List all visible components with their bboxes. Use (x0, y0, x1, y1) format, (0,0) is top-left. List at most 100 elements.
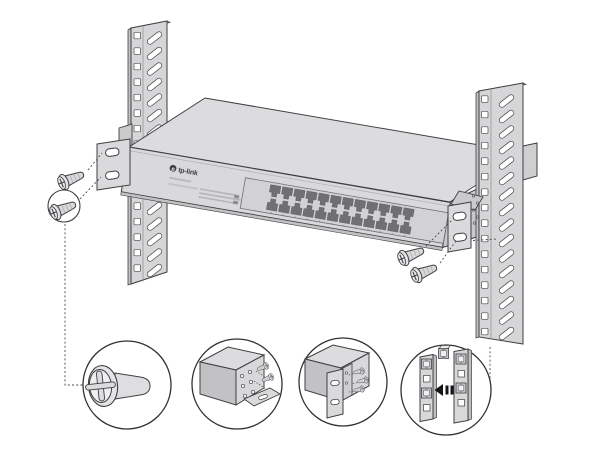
port-led-dots (270, 212, 406, 237)
rail-slot-hole (146, 248, 163, 262)
mini2-ear-plate (326, 368, 344, 419)
rj45-port (281, 186, 294, 200)
rail-slot-hole (498, 264, 515, 279)
rail-square-hole (481, 188, 489, 196)
insertion-arrow (434, 384, 454, 396)
port-led-dot (403, 235, 406, 237)
rj45-port (375, 217, 388, 231)
rail-strip-left-edge (432, 353, 437, 420)
callout-bracket-alignment (191, 338, 283, 430)
rail-slot-hole (146, 217, 163, 231)
rj45-port (402, 207, 415, 221)
rail-slot-hole (146, 62, 163, 76)
rail-square-hole (133, 62, 141, 71)
rail-square-hole (481, 327, 489, 336)
side-panel-screw-holes (471, 194, 480, 225)
rail-square-hole (481, 95, 489, 103)
rail-slot-hole (498, 202, 515, 217)
right-rack-rail (475, 82, 528, 345)
detail-screw-shaft (114, 372, 151, 400)
rail-slot-hole (146, 93, 163, 107)
rj45-port (317, 192, 330, 206)
rail-square-hole (481, 281, 489, 289)
brand-logo-glyph: p (171, 166, 176, 173)
rj45-port (326, 208, 339, 222)
brand-logo: p tp-link (169, 164, 199, 177)
arrow-head (434, 384, 443, 396)
right-lower-screw (408, 259, 441, 286)
mini2-ear-slot-upper (330, 379, 340, 387)
empty-square-hole-4 (457, 399, 465, 407)
rj45-port (266, 198, 279, 212)
right-ear-upper-slot (452, 211, 467, 221)
rj45-port (363, 215, 376, 229)
rail-square-hole (481, 172, 489, 181)
callout1-leader-line (64, 224, 83, 386)
empty-square-hole-3 (457, 370, 465, 378)
rail-square-hole (481, 219, 489, 227)
rj45-port (399, 221, 412, 235)
port-led-dot (294, 216, 296, 218)
rj45-port (269, 184, 282, 198)
rail-square-hole (481, 234, 489, 243)
rail-slot-hole (146, 77, 163, 92)
rail-slot-hole (146, 201, 163, 216)
rail-slot-hole (146, 232, 163, 247)
rail-square-hole (133, 109, 141, 117)
rail-slot-hole (498, 94, 515, 108)
rail-slot-hole (498, 156, 515, 170)
rj45-port (290, 202, 303, 216)
rail-square-hole (481, 296, 489, 305)
arrow-tail-bar (445, 385, 449, 395)
rail-slot-hole (498, 311, 515, 325)
right-rail-slot-holes (498, 94, 515, 341)
rail-square-hole (481, 110, 489, 119)
rail-square-hole (133, 93, 141, 102)
rail-slot-hole (498, 140, 515, 155)
rail-square-hole (133, 202, 141, 210)
rj45-port (338, 211, 351, 225)
rail-square-hole (481, 157, 489, 165)
switch-body: p tp-link (120, 97, 528, 251)
port-led-dot (355, 226, 357, 228)
cage-nut-installed-2 (421, 387, 432, 399)
arrow-tail-bar (450, 385, 454, 395)
rail-square-hole (481, 312, 489, 320)
switch-front-face: p tp-link (120, 146, 451, 251)
rail-slot-hole (146, 108, 163, 123)
model-text-blur (169, 176, 192, 183)
rail-slot-hole (146, 46, 163, 61)
left-ear-plate (96, 138, 131, 191)
port-led-dot (270, 212, 272, 214)
right-lower-screw-guide (439, 240, 457, 264)
rail-strip-right-edge (467, 348, 472, 422)
empty-square-hole-1 (423, 375, 431, 383)
alignment-dashed-lines (64, 152, 498, 386)
port-led-dot (331, 222, 333, 224)
brand-logo-text: tp-link (178, 167, 199, 177)
port-led-dot (282, 214, 284, 216)
rail-slot-hole (498, 125, 515, 139)
rj45-port (378, 203, 391, 217)
left-upper-screw (55, 166, 88, 193)
rj45-port (387, 219, 400, 233)
rj45-port (278, 200, 291, 214)
rail-square-hole (481, 126, 489, 134)
rail-square-hole (133, 217, 141, 226)
loose-cage-nut (438, 348, 449, 359)
port-led-dot (391, 233, 393, 235)
left-ear-upper-slot (105, 147, 120, 157)
rail-square-hole (133, 264, 141, 272)
left-mounting-ear (96, 123, 133, 191)
rail-slot-hole (498, 233, 515, 248)
port-led-dot (306, 218, 309, 220)
left-lower-screw-guide (79, 176, 102, 200)
rj45-port (366, 201, 379, 215)
port-array (266, 184, 415, 235)
port-led-dot (343, 224, 345, 226)
rail-slot-hole (498, 326, 515, 341)
cage-nut-installed-4 (455, 382, 467, 394)
rail-slot-hole (498, 249, 515, 263)
rail-square-hole (133, 31, 141, 40)
